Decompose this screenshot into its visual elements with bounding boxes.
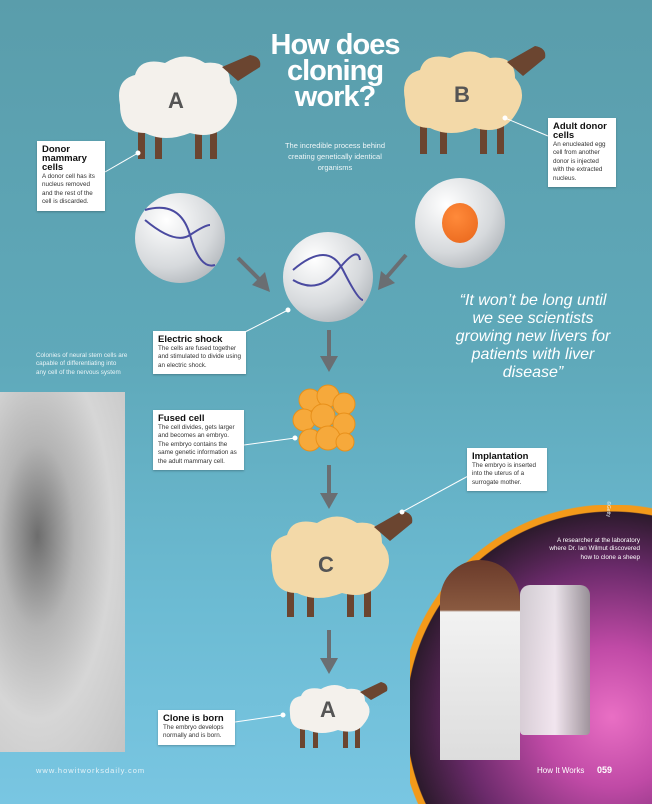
step-text: A donor cell has its nucleus removed and… [42,173,95,206]
step-title: Fused cell [158,413,205,424]
sheep-b [404,46,546,154]
sheep-a-clone [289,682,388,748]
step-text: The embryo is inserted into the uterus o… [472,462,537,486]
step-title: Donor mammary cells [42,144,87,173]
sheep-c-label: C [318,552,334,577]
sheep-b-label: B [454,82,470,107]
page-title: How does cloning work? [270,29,401,113]
step-title: Clone is born [163,713,224,724]
nucleus-icon [442,203,478,243]
neural-stem-cell-photo [0,392,125,752]
step-text: The embryo develops normally and is born… [163,724,224,740]
step-clone-is-born: Clone is born The embryo develops normal… [158,710,235,745]
neural-caption: Colonies of neural stem cells are capabl… [36,352,128,376]
pull-quote: “It won’t be long until we see scientist… [455,292,611,381]
step-donor-mammary-cells: Donor mammary cells A donor cell has its… [37,141,105,211]
step-text: An enucleated egg cell from another dono… [553,141,606,182]
sheep-a-clone-label: A [320,697,336,722]
step-text: The cells are fused together and stimula… [158,345,241,369]
step-implantation: Implantation The embryo is inserted into… [467,448,547,492]
dna-helix-icon [292,253,364,301]
step-title: Adult donor cells [553,121,607,141]
step-adult-donor-cells: Adult donor cells An enucleated egg cell… [548,118,616,188]
footer-magazine: How It Works [537,766,585,775]
embryo-icon [292,384,356,452]
sheep-c [271,511,413,617]
fused-cell-sphere [283,232,373,322]
page-number: 059 [597,765,613,775]
sheep-a-top-label: A [168,88,184,113]
lab-caption: A researcher at the laboratory where Dr.… [549,537,640,561]
step-title: Implantation [472,451,529,462]
step-fused-cell: Fused cell The cell divides, gets larger… [153,410,244,471]
microscope [520,585,590,735]
sheep-a-top [119,55,261,159]
step-text: The cell divides, gets larger and become… [158,424,237,465]
researcher [440,560,520,760]
footer-url: www.howitworksdaily.com [36,766,146,775]
dna-helix-icon [144,206,216,267]
page-subtitle: The incredible process behind creating g… [284,141,386,172]
step-electric-shock: Electric shock The cells are fused toget… [153,331,246,375]
step-title: Electric shock [158,334,223,345]
